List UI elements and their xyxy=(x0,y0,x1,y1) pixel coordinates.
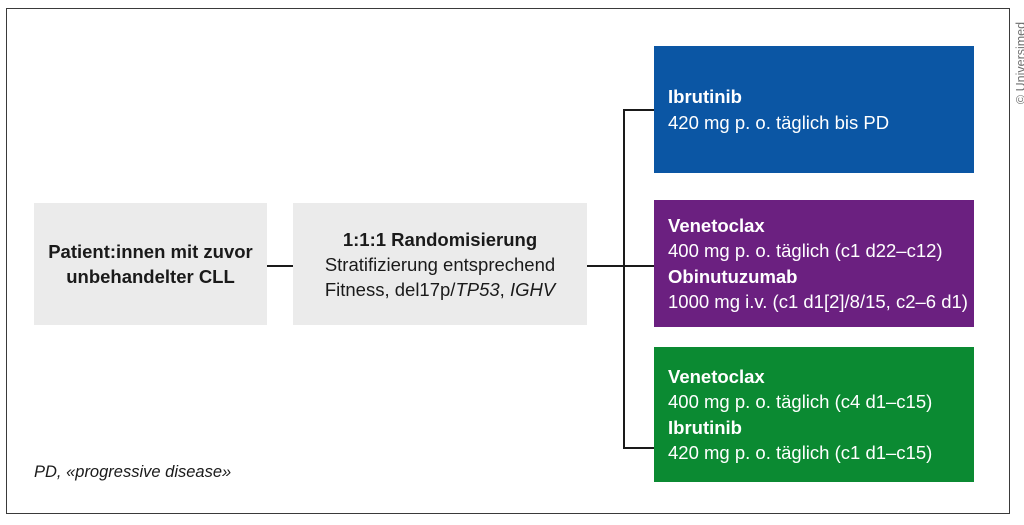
connector-branch-venetoclax-obinutuzumab xyxy=(623,265,656,267)
strata-gene-ighv: IGHV xyxy=(509,278,556,300)
connector-branch-ibrutinib xyxy=(623,109,656,111)
connector-branch-venetoclax-ibrutinib xyxy=(623,447,656,449)
arm-venib-dose-1: 400 mg p. o. täglich (c4 d1–c15) xyxy=(668,391,933,412)
arm-veno-drug-1: Venetoclax xyxy=(668,214,765,236)
randomisation-strata-factors: Fitness, del17p/TP53, IGHV xyxy=(325,277,555,302)
strata-separator: , xyxy=(499,278,510,300)
arm-venib-drug-2: Ibrutinib xyxy=(668,416,742,438)
arm-venetoclax-obinutuzumab: Venetoclax 400 mg p. o. täglich (c1 d22–… xyxy=(654,200,974,327)
randomisation-stratification-line: Stratifizierung entsprechend xyxy=(324,253,556,275)
connector-population-to-randomisation xyxy=(267,265,293,267)
arm-ibrutinib-drug-1: Ibrutinib xyxy=(668,86,742,107)
arm-ibrutinib: Ibrutinib 420 mg p. o. täglich bis PD xyxy=(654,46,974,173)
randomisation-box: 1:1:1 Randomisierung Stratifizierung ent… xyxy=(293,203,587,325)
arm-venib-drug-1: Venetoclax xyxy=(668,365,765,387)
population-line-1: Patient:innen mit zuvor xyxy=(48,241,253,262)
population-line-2: unbehandelter CLL xyxy=(66,266,235,287)
copyright-credit: © Universimed xyxy=(1013,21,1024,104)
arm-ibrutinib-dose-1: 420 mg p. o. täglich bis PD xyxy=(668,111,890,133)
population-box: Patient:innen mit zuvor unbehandelter CL… xyxy=(34,203,267,325)
arm-veno-dose-1: 400 mg p. o. täglich (c1 d22–c12) xyxy=(668,240,943,261)
arm-venib-dose-2: 420 mg p. o. täglich (c1 d1–c15) xyxy=(668,442,933,463)
connector-trunk-vertical xyxy=(623,109,625,449)
connector-trunk-stem xyxy=(587,265,625,267)
randomisation-title: 1:1:1 Randomisierung xyxy=(342,228,538,250)
arm-veno-drug-2: Obinutuzumab xyxy=(668,265,798,287)
strata-gene-tp53: TP53 xyxy=(455,278,500,300)
strata-prefix: Fitness, del17p/ xyxy=(324,278,456,300)
arm-veno-dose-2: 1000 mg i.v. (c1 d1[2]/8/15, c2–6 d1) xyxy=(668,291,968,312)
arm-venetoclax-ibrutinib: Venetoclax 400 mg p. o. täglich (c4 d1–c… xyxy=(654,347,974,482)
figure-frame xyxy=(6,8,1010,514)
footnote-abbreviations: PD, «progressive disease» xyxy=(34,463,232,481)
